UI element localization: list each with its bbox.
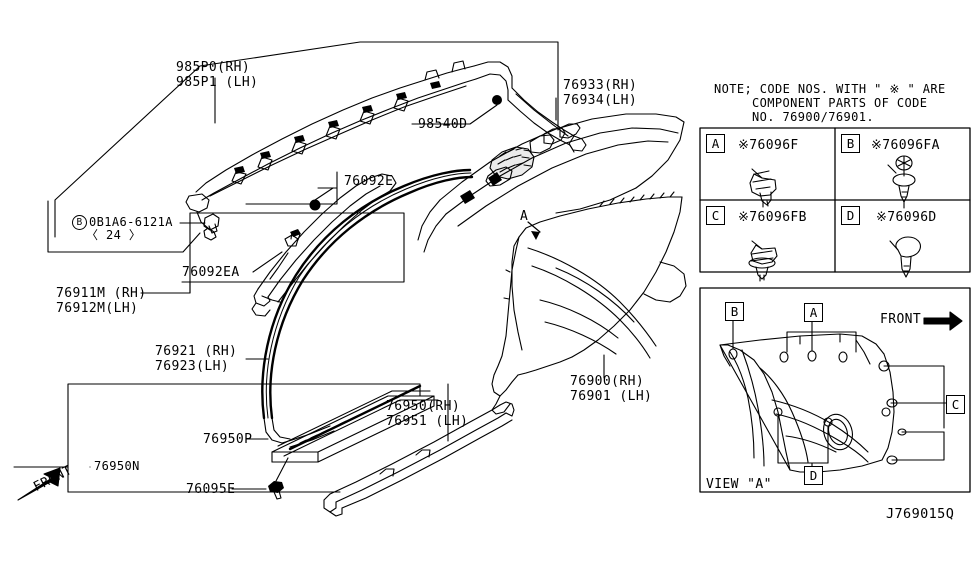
- note-line-2: COMPONENT PARTS OF CODE: [752, 96, 928, 110]
- label-pillar-clip: 76092E: [344, 174, 394, 189]
- note-line-3: NO. 76900/76901.: [752, 110, 874, 124]
- leader-frame-curtain-airbag: [54, 41, 559, 238]
- label-kick-plate-clip: 76950P: [203, 432, 253, 447]
- label-weatherstrip-lh: 76923(LH): [155, 359, 230, 374]
- note-line-1: NOTE; CODE NOS. WITH " ※ " ARE: [714, 82, 946, 96]
- label-quarter-trim-lh: 76901 (LH): [570, 389, 653, 404]
- view-a-panel: [699, 287, 971, 493]
- label-sill-rh: 76950(RH): [386, 399, 461, 414]
- sill-finisher-assembly: [268, 384, 515, 517]
- label-sill-lh: 76951 (LH): [386, 414, 469, 429]
- label-harness-clip: 98540D: [418, 117, 468, 132]
- legend-letter-d: D: [841, 206, 860, 225]
- label-roof-side-lh: 76934(LH): [563, 93, 638, 108]
- view-a-marker-d: D: [804, 466, 823, 485]
- legend-code-c: ※76096FB: [738, 210, 807, 225]
- legend-code-d: ※76096D: [876, 210, 937, 225]
- label-sill-clip: 76095E: [186, 482, 236, 497]
- view-a-marker-a: A: [804, 303, 823, 322]
- legend-letter-b: B: [841, 134, 860, 153]
- leader-frame-bolt: [47, 200, 206, 253]
- leader-frame-76092e: [245, 171, 338, 205]
- label-bolt-qty: 〈 24 〉: [86, 228, 142, 242]
- label-front-view-a: FRONT: [880, 312, 922, 327]
- rear-quarter-trim: [491, 191, 687, 415]
- label-a-pillar-rh: 76911M (RH): [56, 286, 147, 301]
- label-pillar-clip-ea: 76092EA: [182, 265, 240, 280]
- pillar-clip-76092e: [309, 187, 334, 211]
- label-section-arrow-a: A: [520, 209, 529, 224]
- label-bolt-number: 0B1A6-6121A: [89, 215, 173, 229]
- clip-icon-c: [748, 240, 778, 282]
- legend-letter-c: C: [706, 206, 725, 225]
- legend-letter-a: A: [706, 134, 725, 153]
- section-arrow-a: [527, 221, 541, 240]
- bolt-0b1a6: [203, 213, 220, 234]
- drawing-number: J769015Q: [886, 506, 955, 522]
- legend-code-a: ※76096F: [738, 138, 799, 153]
- view-a-marker-c: C: [946, 395, 965, 414]
- label-view-a-caption: VIEW "A": [706, 477, 772, 492]
- front-arrow-main: [17, 467, 61, 501]
- clip-icon-a: [749, 168, 777, 208]
- leader-frame-a-pillar: [140, 212, 405, 294]
- bolt-circle-badge: B: [72, 215, 87, 230]
- view-a-marker-b: B: [725, 302, 744, 321]
- label-quarter-trim-rh: 76900(RH): [570, 374, 645, 389]
- leader-76092ea: [252, 251, 283, 273]
- label-weatherstrip-rh: 76921 (RH): [155, 344, 238, 359]
- harness-clip-98540d: [411, 95, 502, 125]
- label-a-pillar-lh: 76912M(LH): [56, 301, 139, 316]
- legend-code-b: ※76096FA: [871, 138, 940, 153]
- roof-side-rail-garnish: [417, 113, 685, 253]
- clip-icon-d: [889, 236, 921, 278]
- label-curtain-airbag-lh: 985P1 (LH): [176, 75, 259, 90]
- label-curtain-airbag-rh: 985P0(RH): [176, 60, 251, 75]
- view-a-clip-holes: [728, 348, 907, 465]
- label-sill-front: 76950N: [94, 459, 140, 473]
- legend-grid: [699, 127, 971, 273]
- clip-icon-b: [887, 155, 916, 209]
- leader-frame-sill: [13, 383, 449, 493]
- label-roof-side-rh: 76933(RH): [563, 78, 638, 93]
